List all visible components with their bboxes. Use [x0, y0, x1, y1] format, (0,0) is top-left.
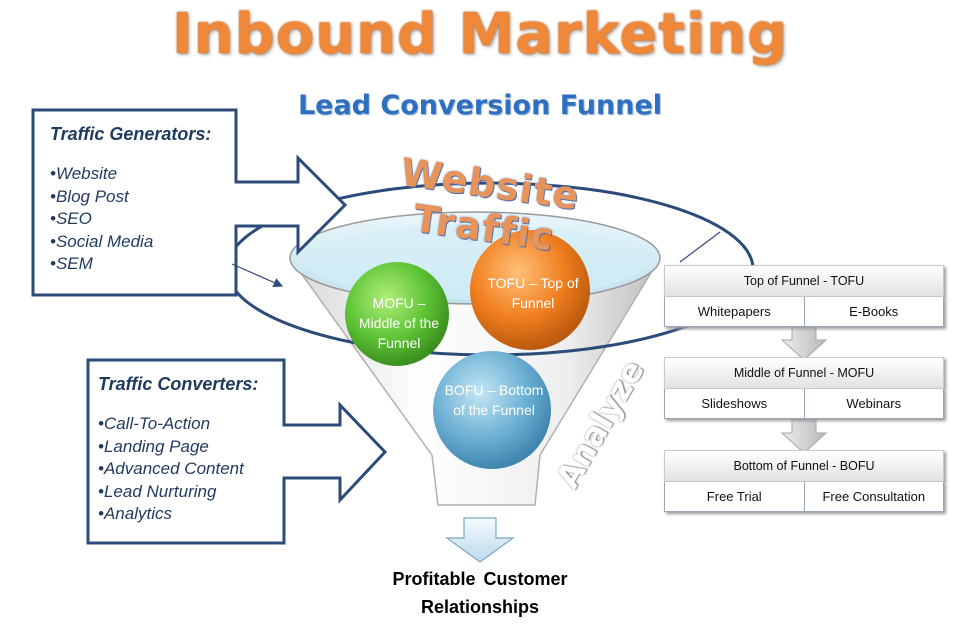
traffic-generators-box: Traffic Generators: Website Blog Post SE…: [50, 124, 230, 276]
pointer-arrow-right: [679, 231, 721, 263]
tofu-circle: [470, 230, 590, 350]
list-item: Call-To-Action: [98, 413, 278, 436]
traffic-converters-heading: Traffic Converters:: [98, 374, 259, 394]
traffic-converters-box: Traffic Converters: Call-To-Action Landi…: [98, 374, 278, 526]
pointer-arrow-left: [231, 263, 284, 288]
list-item: Website: [50, 163, 230, 186]
traffic-generators-heading: Traffic Generators:: [50, 124, 212, 144]
main-title: Inbound Marketing: [171, 2, 789, 67]
list-item: Social Media: [50, 231, 230, 254]
mofu-label: MOFU – Middle of the Funnel: [358, 295, 440, 351]
tofu-label: TOFU – Top of Funnel: [487, 275, 579, 311]
sub-title: Lead Conversion Funnel: [297, 90, 663, 121]
traffic-converters-list: Call-To-Action Landing Page Advanced Con…: [98, 413, 278, 526]
mofu-circle: [345, 262, 449, 366]
list-item: Lead Nurturing: [98, 481, 278, 504]
list-item: Advanced Content: [98, 458, 278, 481]
list-item: Landing Page: [98, 436, 278, 459]
stage-items: Free Trial Free Consultation: [664, 482, 944, 512]
stage-item: Webinars: [803, 389, 944, 418]
stage-title: Bottom of Funnel - BOFU: [664, 450, 944, 482]
stage-items: Slideshows Webinars: [664, 389, 944, 419]
traffic-generators-list: Website Blog Post SEO Social Media SEM: [50, 163, 230, 276]
list-item: SEO: [50, 208, 230, 231]
list-item: Analytics: [98, 503, 278, 526]
result-arrow: [445, 517, 515, 563]
stage-bofu: Bottom of Funnel - BOFU Free Trial Free …: [664, 450, 944, 512]
stage-title: Middle of Funnel - MOFU: [664, 357, 944, 389]
stage-item: Free Trial: [706, 489, 762, 504]
stage-item: Free Consultation: [803, 482, 944, 511]
stage-item: Whitepapers: [697, 304, 771, 319]
stage-mofu: Middle of Funnel - MOFU Slideshows Webin…: [664, 357, 944, 419]
stage-down-arrow-2: [780, 419, 828, 454]
result-label: Profitable Customer Relationships: [392, 569, 568, 617]
stage-tofu: Top of Funnel - TOFU Whitepapers E-Books: [664, 265, 944, 327]
stage-title: Top of Funnel - TOFU: [664, 265, 944, 297]
stage-items: Whitepapers E-Books: [664, 297, 944, 327]
list-item: SEM: [50, 253, 230, 276]
stage-down-arrow-1: [780, 326, 828, 361]
bofu-label: BOFU – Bottom of the Funnel: [444, 382, 544, 418]
bofu-circle: [433, 351, 551, 469]
stage-item: E-Books: [803, 297, 944, 326]
list-item: Blog Post: [50, 186, 230, 209]
stage-item: Slideshows: [701, 396, 768, 411]
